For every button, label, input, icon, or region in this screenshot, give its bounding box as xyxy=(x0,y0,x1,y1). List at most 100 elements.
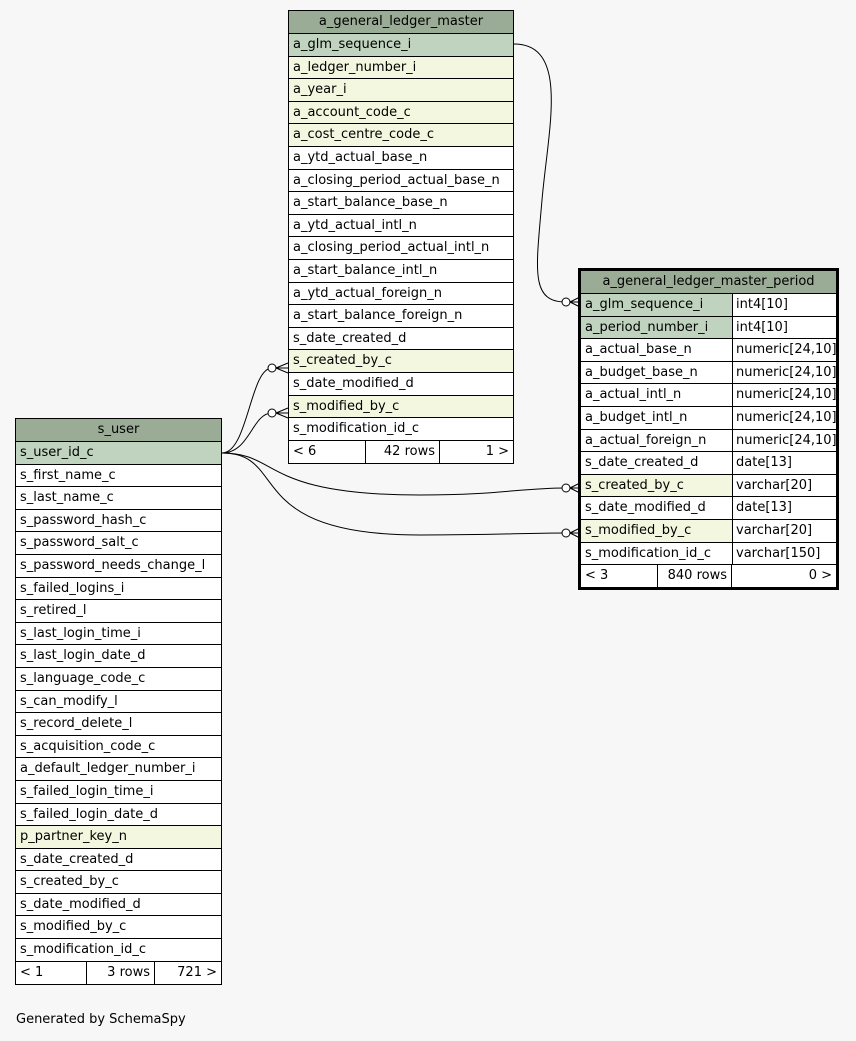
table-row[interactable]: a_default_ledger_number_i xyxy=(16,758,221,781)
parents-count[interactable]: < 6 xyxy=(293,443,317,459)
column-name: a_closing_period_actual_intl_n xyxy=(293,240,490,256)
table-row[interactable]: a_ytd_actual_intl_n xyxy=(289,215,513,238)
column-type: int4[10] xyxy=(732,316,836,339)
table-row[interactable]: a_start_balance_base_n xyxy=(289,192,513,215)
table-row[interactable]: a_closing_period_actual_base_n xyxy=(289,170,513,193)
table-row[interactable]: s_password_needs_change_l xyxy=(16,555,221,578)
column-name: a_ytd_actual_base_n xyxy=(293,149,428,165)
column-name: a_account_code_c xyxy=(293,104,411,120)
children-count[interactable]: 721 > xyxy=(154,961,221,984)
table-row[interactable]: s_password_hash_c xyxy=(16,510,221,533)
column-name: s_modification_id_c xyxy=(20,942,146,958)
table-row[interactable]: s_acquisition_code_c xyxy=(16,736,221,759)
column-type: int4[10] xyxy=(732,294,836,316)
table-row[interactable]: s_modified_by_c xyxy=(289,395,513,419)
table-row[interactable]: s_retired_l xyxy=(16,600,221,623)
children-count[interactable]: 0 > xyxy=(731,565,836,588)
table-row[interactable]: s_modified_by_c xyxy=(16,916,221,940)
table-row[interactable]: s_last_login_date_d xyxy=(16,645,221,668)
table-title[interactable]: a_general_ledger_master_period xyxy=(581,271,836,294)
table-row[interactable]: s_date_created_d date[13] xyxy=(581,452,836,475)
table-row[interactable]: s_modification_id_c xyxy=(16,939,221,962)
table-row[interactable]: a_account_code_c xyxy=(289,101,513,125)
table-row[interactable]: a_ytd_actual_base_n xyxy=(289,147,513,170)
column-name: s_date_modified_d xyxy=(585,500,706,516)
column-name: a_period_number_i xyxy=(585,319,709,335)
connector-user-to-glm-modified xyxy=(221,412,273,454)
table-row[interactable]: a_cost_centre_code_c xyxy=(289,124,513,147)
table-row[interactable]: s_date_modified_d xyxy=(16,894,221,917)
children-count[interactable]: 1 > xyxy=(439,440,513,463)
table-row[interactable]: s_last_name_c xyxy=(16,487,221,510)
column-name: s_language_code_c xyxy=(20,670,146,686)
table-row[interactable]: a_start_balance_foreign_n xyxy=(289,305,513,328)
table-row[interactable]: a_closing_period_actual_intl_n xyxy=(289,237,513,260)
table-row[interactable]: s_password_salt_c xyxy=(16,532,221,555)
table-row[interactable]: s_first_name_c xyxy=(16,465,221,488)
row-count: 42 rows xyxy=(365,440,439,463)
table-row[interactable]: s_failed_login_time_i xyxy=(16,781,221,804)
table-a-general-ledger-master-period[interactable]: a_general_ledger_master_period a_glm_seq… xyxy=(578,268,839,591)
table-row[interactable]: s_language_code_c xyxy=(16,668,221,691)
table-row[interactable]: p_partner_key_n xyxy=(16,826,221,849)
table-row[interactable]: s_last_login_time_i xyxy=(16,623,221,646)
table-row[interactable]: s_date_created_d xyxy=(16,849,221,872)
column-name: s_date_modified_d xyxy=(20,896,141,912)
table-footer: < 6 42 rows 1 > xyxy=(289,440,513,463)
column-name: s_created_by_c xyxy=(585,477,684,493)
table-row[interactable]: s_created_by_c xyxy=(289,350,513,373)
table-row[interactable]: s_record_delete_l xyxy=(16,713,221,736)
parents-count[interactable]: < 1 xyxy=(20,964,44,980)
connector-user-to-glm-created xyxy=(221,367,273,454)
table-title[interactable]: a_general_ledger_master xyxy=(289,11,513,34)
column-name: s_date_modified_d xyxy=(293,375,414,391)
column-name: a_budget_intl_n xyxy=(585,409,688,425)
table-row[interactable]: s_failed_login_date_d xyxy=(16,804,221,827)
column-name: s_date_created_d xyxy=(20,851,134,867)
table-row[interactable]: a_year_i xyxy=(289,79,513,102)
table-row[interactable]: s_date_modified_d xyxy=(289,373,513,396)
table-a-general-ledger-master[interactable]: a_general_ledger_master a_glm_sequence_i… xyxy=(288,10,514,464)
column-name: s_password_needs_change_l xyxy=(20,557,206,573)
table-row[interactable]: s_created_by_c varchar[20] xyxy=(581,474,836,498)
table-row[interactable]: a_glm_sequence_i xyxy=(289,34,513,57)
column-name: s_failed_logins_i xyxy=(20,580,125,596)
table-row[interactable]: a_start_balance_intl_n xyxy=(289,260,513,283)
column-name: a_actual_intl_n xyxy=(585,387,682,403)
table-row[interactable]: s_user_id_c xyxy=(16,442,221,465)
column-name: s_date_created_d xyxy=(585,455,699,471)
column-type: varchar[20] xyxy=(732,474,836,497)
crows-foot-icon xyxy=(275,407,289,419)
parents-count[interactable]: < 3 xyxy=(585,568,609,584)
table-row[interactable]: s_can_modify_l xyxy=(16,691,221,714)
table-row[interactable]: s_created_by_c xyxy=(16,871,221,894)
table-row[interactable]: s_date_created_d xyxy=(289,328,513,351)
column-type: date[13] xyxy=(732,452,836,474)
table-footer: < 3 840 rows 0 > xyxy=(581,565,836,588)
generated-by-credit: Generated by SchemaSpy xyxy=(16,1012,186,1027)
optional-circle-icon xyxy=(561,297,571,307)
column-type: varchar[150] xyxy=(732,542,836,565)
table-row[interactable]: a_ledger_number_i xyxy=(289,56,513,80)
column-name: s_created_by_c xyxy=(20,874,119,890)
optional-circle-icon xyxy=(561,528,571,538)
table-title[interactable]: s_user xyxy=(16,419,221,442)
row-count: 840 rows xyxy=(657,565,731,588)
table-row[interactable]: s_modification_id_c xyxy=(289,418,513,441)
table-row[interactable]: s_failed_logins_i xyxy=(16,578,221,601)
table-row[interactable]: a_ytd_actual_foreign_n xyxy=(289,283,513,306)
table-row[interactable]: a_period_number_i int4[10] xyxy=(581,316,836,340)
